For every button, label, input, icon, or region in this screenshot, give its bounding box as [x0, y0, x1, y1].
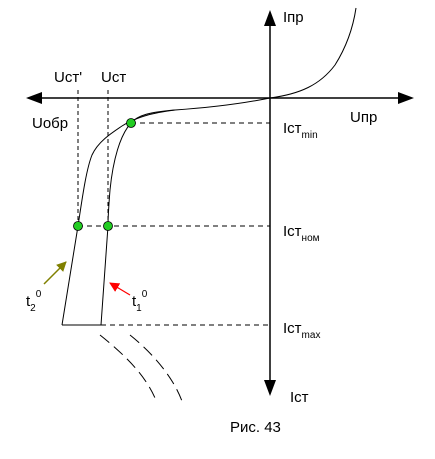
point-i-min [126, 118, 136, 128]
label-i-forward: Iпр [283, 9, 304, 26]
label-i-nom: Iстном [283, 223, 320, 244]
point-nom-t2 [73, 221, 83, 231]
y-axis-top-arrowhead [264, 10, 276, 26]
operating-points [73, 118, 136, 231]
curve-t1 [100, 97, 271, 326]
x-axis-left-arrowhead [26, 92, 42, 104]
label-u-st: Uст [101, 69, 126, 86]
label-t1-sub: 1 [136, 303, 142, 314]
label-t1-base: t [132, 293, 137, 310]
label-i-min-base: Iст [283, 120, 302, 137]
arc-left [99, 334, 156, 399]
label-i-st-axis: Iст [290, 389, 309, 406]
label-t2-sub: 2 [30, 303, 36, 314]
forward-branch-curve [269, 7, 357, 99]
label-t1: t10 [132, 289, 148, 314]
label-i-max: Iстmax [283, 320, 320, 341]
label-u-reverse: Uобр [32, 115, 68, 132]
label-i-nom-base: Iст [283, 223, 302, 240]
label-i-nom-sub: ном [302, 233, 320, 244]
label-t2-sup: 0 [36, 289, 42, 300]
arc-right [129, 334, 184, 405]
label-t1-sup: 0 [142, 289, 148, 300]
arrow-t2 [43, 261, 67, 285]
y-axis-bottom-arrowhead [264, 380, 276, 396]
label-i-min: Iстmin [283, 120, 318, 141]
figure-caption: Рис. 43 [230, 419, 281, 436]
point-nom-t1 [103, 221, 113, 231]
x-axis-right-arrowhead [398, 92, 414, 104]
axes [26, 10, 414, 396]
label-u-st-prime: Uст' [54, 69, 82, 86]
arrow-t1 [109, 282, 131, 296]
label-i-max-base: Iст [283, 320, 302, 337]
label-t2-base: t [26, 293, 31, 310]
label-u-forward: Uпр [350, 109, 377, 126]
label-i-min-sub: min [302, 130, 318, 141]
label-i-max-sub: max [302, 330, 321, 341]
curve-t2 [61, 109, 176, 326]
label-t2: t20 [26, 289, 42, 314]
overheating-arcs [99, 334, 184, 405]
voltage-levels [77, 90, 109, 226]
